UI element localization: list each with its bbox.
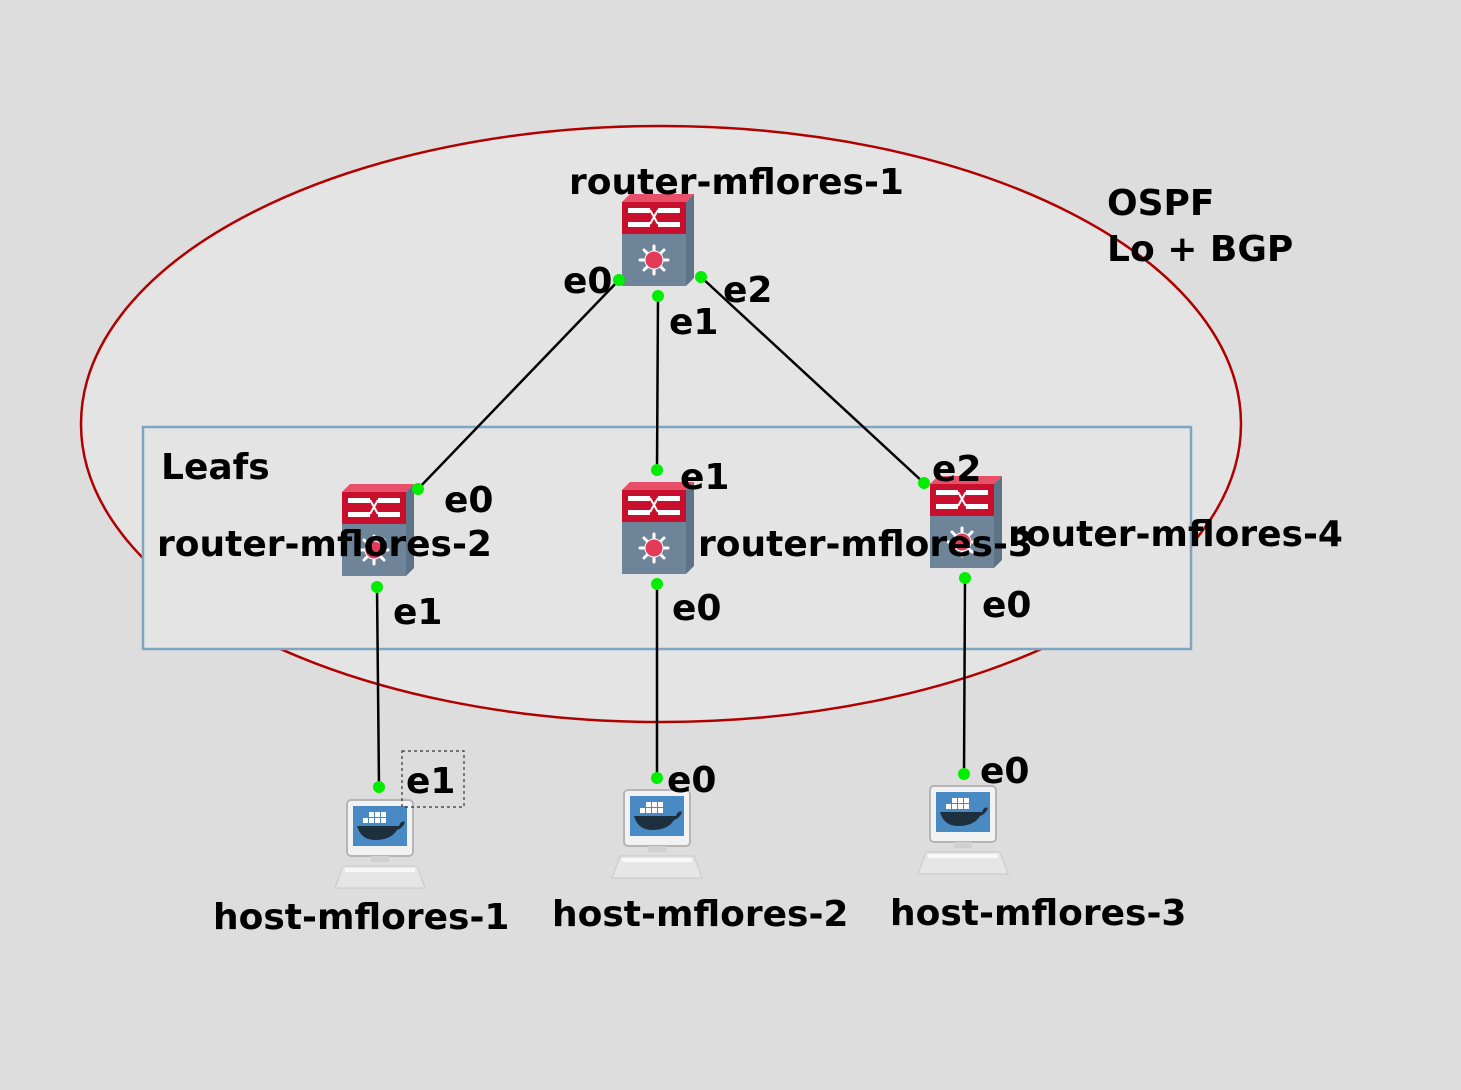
ospf-note-line1[interactable]: OSPF <box>1107 183 1215 224</box>
port-dot-r1-e2[interactable] <box>695 271 707 283</box>
port-label-r1-e2[interactable]: e2 <box>723 270 772 311</box>
port-label-r1-e0[interactable]: e0 <box>563 261 612 302</box>
host-mflores-3-label[interactable]: host-mflores-3 <box>890 893 1186 934</box>
port-dot-r1-e1[interactable] <box>652 290 664 302</box>
port-dot-r1-e0[interactable] <box>613 274 625 286</box>
port-dot-r2-e1[interactable] <box>371 581 383 593</box>
port-label-r4-e0[interactable]: e0 <box>982 585 1031 626</box>
router-mflores-1-icon[interactable] <box>620 192 696 288</box>
port-dots <box>371 271 971 793</box>
host-mflores-2-icon[interactable] <box>611 789 703 879</box>
port-label-h3-e0[interactable]: e0 <box>980 751 1029 792</box>
link-r1-e1-r3-e1[interactable] <box>655 295 660 471</box>
port-dot-h3-e0[interactable] <box>958 768 970 780</box>
port-dot-r3-e1[interactable] <box>651 464 663 476</box>
port-label-r4-e2[interactable]: e2 <box>932 449 981 490</box>
port-dot-r4-e0[interactable] <box>959 572 971 584</box>
link-r2-e1-h1-e1[interactable] <box>375 586 381 788</box>
link-r1-e0-r2-e0[interactable] <box>417 279 620 490</box>
link-r4-e0-h3-e0[interactable] <box>962 577 967 775</box>
leafs-note[interactable]: Leafs <box>161 447 270 488</box>
host-mflores-2-label[interactable]: host-mflores-2 <box>552 894 848 935</box>
router-mflores-3-label[interactable]: router-mflores-3 <box>698 524 1033 565</box>
node-labels: router-mflores-1 router-mflores-2 router… <box>157 162 1343 938</box>
selected-port-label-box <box>401 750 465 808</box>
router-mflores-2-label[interactable]: router-mflores-2 <box>157 524 492 565</box>
port-dot-r3-e0[interactable] <box>651 578 663 590</box>
host-mflores-1-icon[interactable] <box>334 799 426 889</box>
port-labels: e0 e1 e2 e0 e1 e1 e0 e2 e0 e1 e0 e0 <box>393 261 1031 802</box>
links-layer <box>375 276 967 788</box>
ospf-note-line2[interactable]: Lo + BGP <box>1107 229 1293 270</box>
router-mflores-4-label[interactable]: router-mflores-4 <box>1008 514 1343 555</box>
port-dot-r2-e0[interactable] <box>412 483 424 495</box>
port-dot-h2-e0[interactable] <box>651 772 663 784</box>
port-label-r2-e1[interactable]: e1 <box>393 592 442 633</box>
host-mflores-1-label[interactable]: host-mflores-1 <box>213 897 509 938</box>
port-dot-h1-e1[interactable] <box>373 781 385 793</box>
port-label-h2-e0[interactable]: e0 <box>667 760 716 801</box>
port-label-r3-e1[interactable]: e1 <box>680 457 729 498</box>
port-label-r1-e1[interactable]: e1 <box>669 302 718 343</box>
port-label-h1-e1[interactable]: e1 <box>406 761 455 802</box>
router-mflores-1-label[interactable]: router-mflores-1 <box>569 162 904 203</box>
port-label-r3-e0[interactable]: e0 <box>672 588 721 629</box>
link-r1-e2-r4-e2[interactable] <box>700 276 925 484</box>
host-mflores-3-icon[interactable] <box>917 785 1009 875</box>
port-label-r2-e0[interactable]: e0 <box>444 480 493 521</box>
port-dot-r4-e2[interactable] <box>918 477 930 489</box>
